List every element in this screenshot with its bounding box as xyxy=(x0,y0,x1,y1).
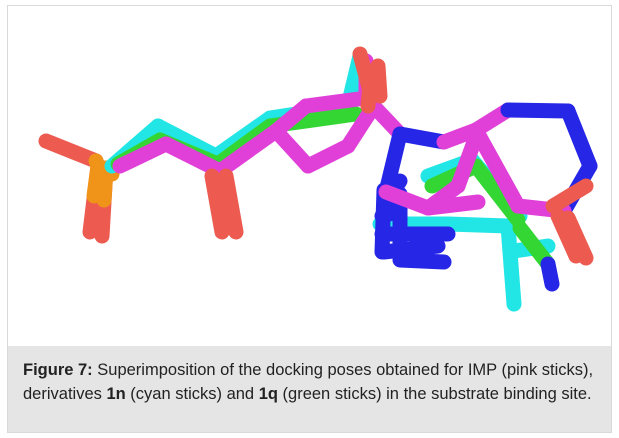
caption-text-1: Superimposition of the docking poses obt… xyxy=(23,361,594,403)
pink-sticks-imp xyxy=(112,53,408,179)
phosphate-group xyxy=(38,133,120,244)
compound-1q: 1q xyxy=(258,385,278,403)
figure-label: Figure 7: xyxy=(23,361,93,379)
figure: Figure 7: Superimposition of the docking… xyxy=(7,5,612,433)
compound-1n: 1n xyxy=(106,385,126,403)
caption-text-3: (green sticks) in the substrate binding … xyxy=(277,385,592,403)
figure-caption: Figure 7: Superimposition of the docking… xyxy=(8,346,611,432)
oxygen-sticks xyxy=(204,46,594,266)
docking-poses-render xyxy=(38,46,598,312)
caption-text-2: (cyan sticks) and xyxy=(125,385,259,403)
